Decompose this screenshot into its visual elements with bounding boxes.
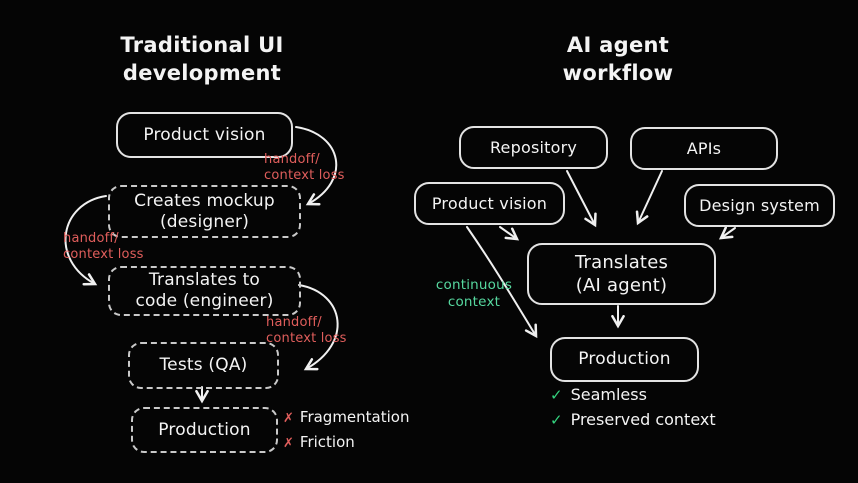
issue-friction: ✗ Friction bbox=[283, 433, 409, 453]
cross-icon: ✗ bbox=[283, 411, 294, 426]
node-label: Production bbox=[578, 349, 671, 369]
node-production-right: Production bbox=[550, 337, 699, 382]
issue-label: Fragmentation bbox=[299, 408, 410, 426]
arrow-apis-to-translates bbox=[635, 170, 663, 226]
benefit-preserved-context: ✓ Preserved context bbox=[550, 410, 716, 430]
benefit-label: Preserved context bbox=[570, 410, 716, 429]
handoff-note-1: handoff/ context loss bbox=[264, 152, 345, 183]
node-tests-qa: Tests (QA) bbox=[128, 342, 279, 389]
issue-fragmentation: ✗ Fragmentation bbox=[283, 408, 409, 428]
arrow-design-to-translates bbox=[718, 226, 736, 240]
benefit-label: Seamless bbox=[570, 385, 647, 404]
check-icon: ✓ bbox=[550, 386, 563, 404]
benefits-list: ✓ Seamless ✓ Preserved context bbox=[550, 385, 716, 430]
node-product-vision-right: Product vision bbox=[414, 182, 565, 225]
issues-list: ✗ Fragmentation ✗ Friction bbox=[283, 408, 409, 453]
node-label: Design system bbox=[699, 195, 820, 215]
node-translates-to-code: Translates to code (engineer) bbox=[108, 266, 301, 316]
left-column-title: Traditional UI development bbox=[120, 33, 284, 85]
continuous-context-note: continuous context bbox=[435, 277, 513, 310]
node-label: Translates (AI agent) bbox=[574, 252, 669, 296]
node-label: Production bbox=[158, 419, 251, 440]
node-label: Tests (QA) bbox=[159, 355, 248, 375]
node-creates-mockup: Creates mockup (designer) bbox=[108, 185, 301, 238]
node-label: Product vision bbox=[143, 124, 266, 145]
handoff-note-2: handoff/ context loss bbox=[63, 231, 144, 262]
node-label: Product vision bbox=[431, 193, 548, 213]
node-label: Repository bbox=[489, 137, 578, 157]
cross-icon: ✗ bbox=[283, 436, 294, 451]
node-apis: APIs bbox=[630, 127, 778, 170]
node-product-vision-left: Product vision bbox=[116, 112, 293, 158]
node-design-system: Design system bbox=[684, 184, 835, 227]
arrow-repository-to-translates bbox=[566, 170, 597, 228]
node-production-left: Production bbox=[131, 407, 278, 453]
check-icon: ✓ bbox=[550, 411, 563, 429]
node-label: Translates to code (engineer) bbox=[135, 270, 274, 311]
benefit-seamless: ✓ Seamless bbox=[550, 385, 716, 405]
node-repository: Repository bbox=[459, 126, 608, 169]
right-column-title: AI agent workflow bbox=[562, 33, 674, 85]
handoff-note-3: handoff/ context loss bbox=[266, 315, 347, 346]
node-label: Creates mockup (designer) bbox=[134, 190, 275, 232]
node-label: APIs bbox=[686, 138, 722, 158]
arrow-vision-to-translates bbox=[499, 226, 520, 241]
node-translates-ai-agent: Translates (AI agent) bbox=[527, 243, 716, 305]
issue-label: Friction bbox=[299, 433, 355, 451]
